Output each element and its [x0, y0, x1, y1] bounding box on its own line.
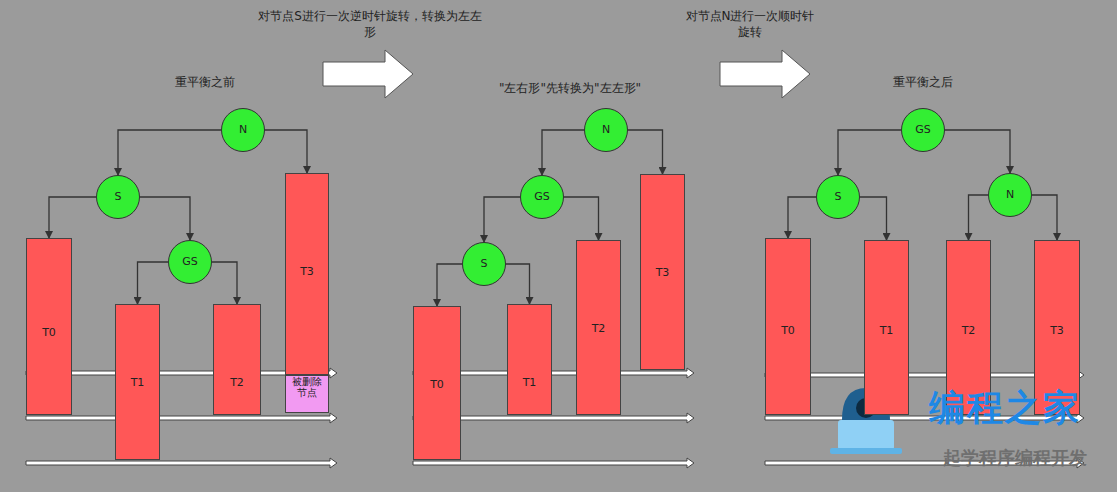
deleted-node-box: 被删除节点	[285, 375, 329, 413]
tree-connector	[506, 264, 530, 304]
subtree-bar: T2	[576, 240, 621, 415]
tree-connector	[484, 197, 520, 242]
node-label: T2	[947, 325, 990, 337]
tree-node-circle: GS	[168, 240, 212, 284]
tree-connector	[140, 197, 190, 240]
tree-connector	[212, 262, 237, 304]
node-label: N	[584, 124, 628, 136]
node-label: T0	[414, 379, 460, 391]
subtree-bar: T1	[115, 304, 160, 460]
subtree-bar: T3	[640, 174, 685, 370]
node-label: GS	[520, 191, 564, 203]
node-label: T2	[214, 377, 260, 389]
node-label: S	[816, 191, 860, 203]
watermark: 编程之家	[905, 388, 1105, 428]
node-label: T0	[27, 327, 71, 339]
tree-connector	[838, 130, 901, 175]
tree-connector	[969, 195, 989, 240]
watermark: 起学程序编程开发	[925, 448, 1105, 468]
tree-node-circle: S	[816, 175, 860, 219]
tree-connector	[437, 264, 462, 306]
node-label: GS	[901, 124, 945, 136]
node-label: 被删除节点	[286, 377, 328, 398]
subtree-bar: T3	[285, 173, 329, 375]
node-label: GS	[168, 256, 212, 268]
level-line	[26, 368, 1084, 468]
tree-node-circle: N	[584, 108, 628, 152]
node-label: S	[462, 258, 506, 270]
subtree-bar: T0	[413, 306, 461, 460]
tree-connector	[49, 197, 96, 238]
node-label: N	[221, 124, 265, 136]
tree-connector	[945, 130, 1010, 173]
tree-connector	[564, 197, 599, 240]
node-label: N	[988, 189, 1032, 201]
tree-connector	[788, 197, 816, 238]
tree-node-circle: N	[988, 173, 1032, 217]
tree-node-circle: S	[96, 175, 140, 219]
panel-title: 重平衡之前	[140, 74, 270, 90]
tree-node-circle: GS	[901, 108, 945, 152]
panel-title: "左右形"先转换为"左左形"	[470, 80, 670, 96]
node-label: T0	[766, 325, 810, 337]
panel-title: 重平衡之后	[858, 74, 988, 90]
node-label: T3	[641, 267, 684, 279]
node-label: T1	[508, 377, 551, 389]
tree-node-circle: S	[462, 242, 506, 286]
tree-node-circle: GS	[520, 175, 564, 219]
node-label: T2	[577, 323, 620, 335]
step-caption: 对节点S进行一次逆时针旋转，转换为左左形	[255, 8, 485, 40]
node-label: T1	[865, 325, 908, 337]
node-label: T3	[1035, 325, 1079, 337]
node-label: S	[96, 191, 140, 203]
tree-connector	[138, 262, 169, 304]
subtree-bar: T1	[507, 304, 552, 415]
subtree-bar: T0	[765, 238, 811, 415]
node-label: T3	[286, 266, 328, 278]
tree-connector	[265, 130, 307, 173]
subtree-bar: T1	[864, 240, 909, 415]
tree-node-circle: N	[221, 108, 265, 152]
tree-connector	[1032, 195, 1057, 240]
tree-connector	[860, 197, 887, 240]
tree-connector	[628, 130, 663, 174]
step-caption: 对节点N进行一次顺时针旋转	[680, 8, 820, 40]
node-label: T1	[116, 377, 159, 389]
tree-connector	[542, 130, 584, 175]
subtree-bar: T2	[213, 304, 261, 415]
subtree-bar: T0	[26, 238, 72, 415]
tree-connector	[118, 130, 221, 175]
block-arrow	[323, 50, 810, 98]
